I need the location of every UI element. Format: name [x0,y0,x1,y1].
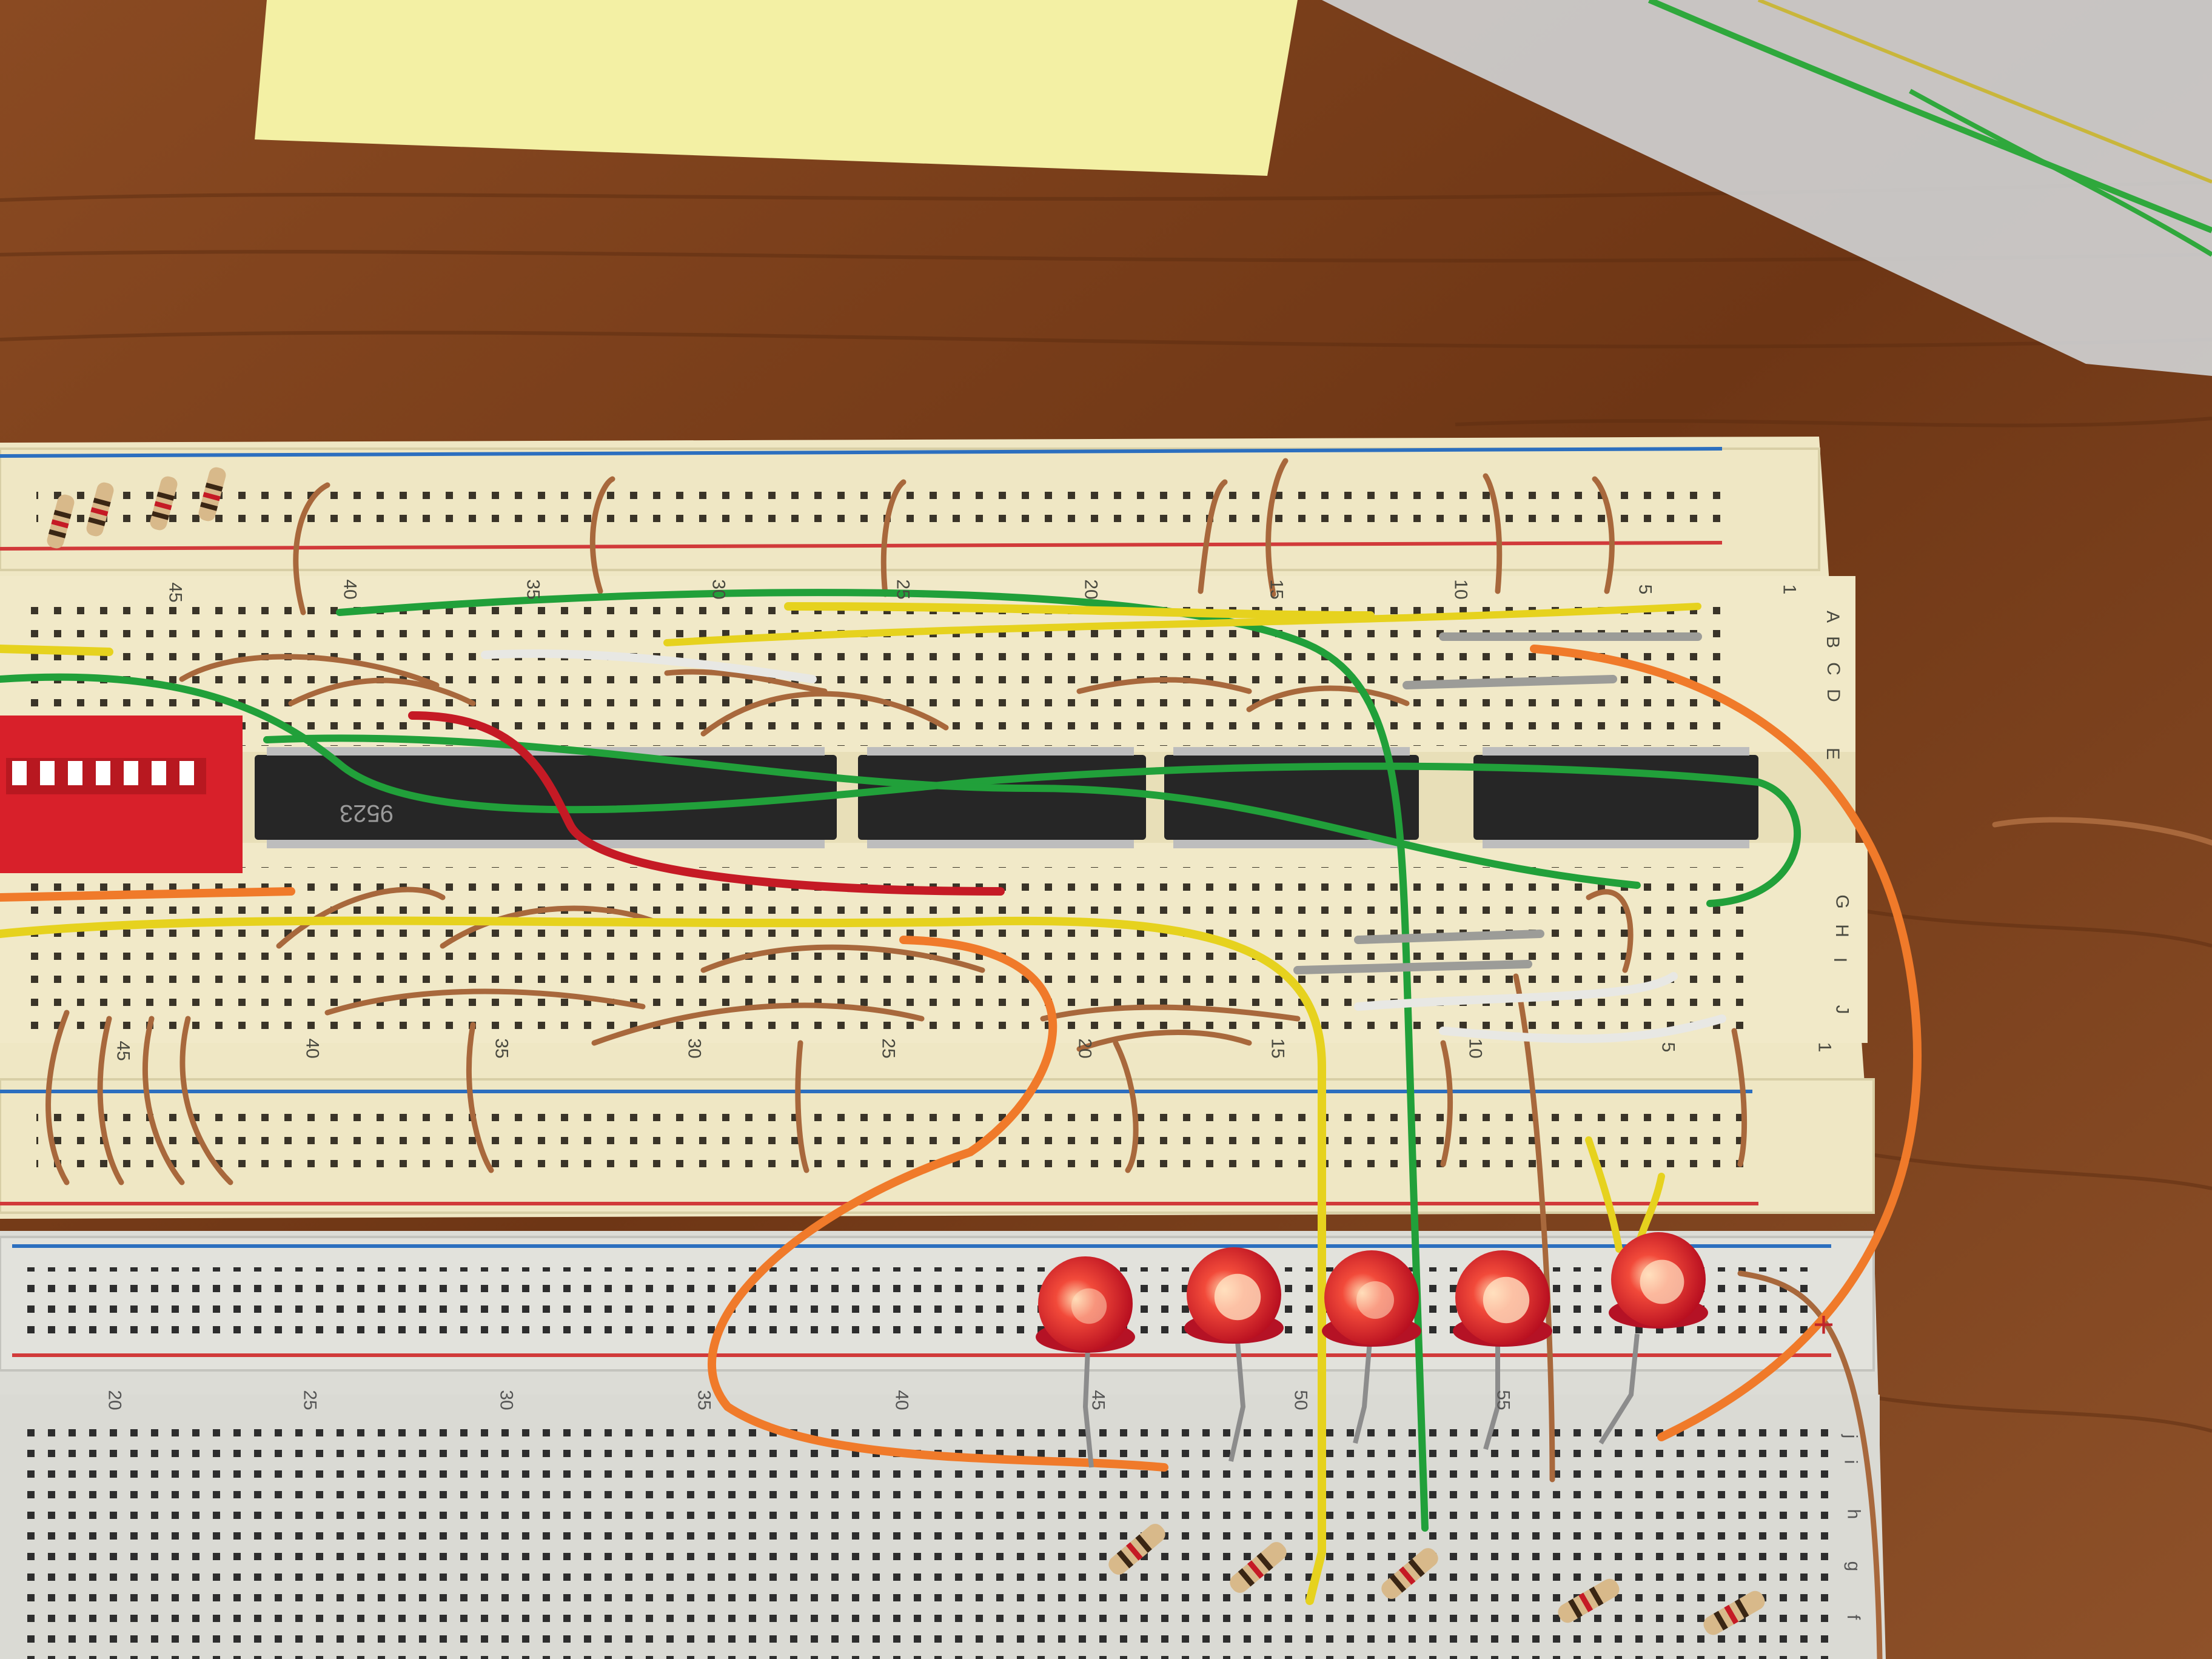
col-num-upper-25: 25 [893,579,913,600]
wood-grain [0,180,2212,1433]
ic-chip-3 [1164,755,1419,840]
row-letter-a: A [1823,610,1843,623]
led-5 [1609,1232,1708,1329]
col-num-lower-20: 20 [1074,1038,1095,1059]
resistor-bottom-5 [1703,1590,1765,1635]
plastic-wire-box [1322,0,2212,376]
resistor-top-4 [198,467,226,521]
led-leads [1082,1333,1640,1468]
col-num-lower-1: 1 [1814,1042,1835,1053]
col-num-upper-15: 15 [1266,579,1287,600]
col-num-upper-1: 1 [1779,584,1800,595]
led-2 [1184,1247,1284,1344]
row-letter-b: B [1823,635,1843,649]
col-num-lower-25: 25 [878,1038,899,1059]
row-letter-g: G [1832,894,1852,909]
col-num-upper-5: 5 [1635,584,1655,595]
col-num-lower-45: 45 [113,1041,133,1061]
col-num-upper-30: 30 [708,579,729,600]
row-letter-j: J [1832,1005,1852,1014]
resistor-top-2 [86,482,114,537]
col-num-bottom-50: 50 [1290,1390,1311,1410]
row-letter-bottom-h: h [1843,1509,1864,1520]
led-4 [1453,1250,1552,1347]
col-num-bottom-45: 45 [1088,1390,1108,1410]
dip-switch[interactable] [0,716,243,873]
col-num-bottom-40: 40 [891,1390,912,1410]
row-letter-c: C [1823,662,1843,675]
resistor-top-1 [47,494,75,549]
row-letter-i: I [1830,957,1851,963]
resistor-bottom-3 [1381,1548,1438,1599]
resistor-bottom-4 [1558,1578,1620,1623]
row-letter-bottom-i: i [1840,1460,1861,1464]
resistor-bottom-2 [1230,1542,1287,1593]
row-letter-bottom-g: g [1843,1561,1864,1572]
ic-marking: 9523 [340,800,394,826]
resistor-bottom-1 [1108,1524,1165,1575]
resistor-top-3 [150,476,178,531]
colored-wires [0,589,1922,1605]
row-letter-bottom-j: j [1840,1434,1861,1439]
row-letter-h: H [1831,924,1852,937]
col-num-upper-45: 45 [165,582,186,603]
col-num-bottom-20: 20 [104,1390,125,1410]
col-num-upper-40: 40 [340,579,360,600]
resistors [47,467,1765,1635]
col-num-lower-40: 40 [302,1038,323,1059]
col-num-upper-20: 20 [1081,579,1101,600]
ic-chip-1 [255,755,837,840]
ic-chip-2 [858,755,1146,840]
ic-chips [255,747,1758,848]
row-letter-e: E [1823,747,1843,760]
col-num-upper-10: 10 [1450,579,1471,600]
col-num-lower-35: 35 [491,1038,512,1059]
col-num-bottom-25: 25 [300,1390,320,1410]
col-num-lower-10: 10 [1465,1038,1486,1059]
col-num-lower-15: 15 [1267,1038,1288,1059]
col-num-bottom-35: 35 [694,1390,714,1410]
sticky-note [255,0,1298,176]
col-num-lower-5: 5 [1658,1042,1678,1053]
rail-plus-sign: + [1813,1304,1835,1345]
row-letter-bottom-f: f [1843,1614,1864,1620]
row-letter-d: D [1823,689,1843,702]
led-1 [1036,1256,1135,1353]
led-array [1036,1232,1708,1353]
col-num-upper-35: 35 [523,579,543,600]
col-num-bottom-30: 30 [496,1390,517,1410]
col-num-bottom-55: 55 [1493,1390,1513,1410]
col-num-lower-30: 30 [684,1038,705,1059]
led-3 [1322,1250,1421,1347]
